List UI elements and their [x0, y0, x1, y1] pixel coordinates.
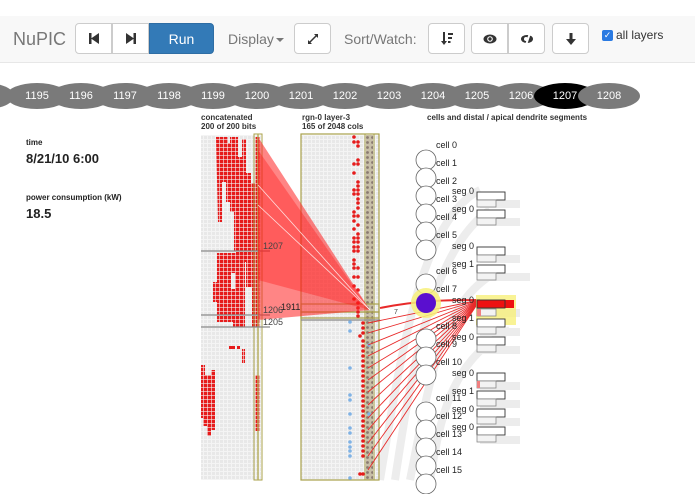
- all-layers-label: all layers: [616, 28, 664, 42]
- power-value: 18.5: [26, 206, 52, 221]
- time-label: time: [26, 138, 43, 147]
- display-label: Display: [228, 31, 274, 47]
- segment-label: seg 0: [452, 186, 475, 196]
- cell-label: cell 4: [436, 212, 458, 222]
- time-value: 8/21/10 6:00: [26, 151, 100, 166]
- step-marker-1207: 1207: [263, 241, 284, 251]
- step-marker-1205: 1205: [263, 317, 284, 327]
- brand[interactable]: NuPIC: [13, 29, 67, 49]
- cell-label: cell 7: [436, 284, 458, 294]
- watch-button[interactable]: [471, 23, 508, 54]
- power-label: power consumption (kW): [26, 193, 122, 202]
- segment-label: seg 0: [452, 295, 475, 305]
- cell-label: cell 9: [436, 339, 458, 349]
- selected-cell[interactable]: [416, 293, 436, 313]
- eye-icon: [483, 34, 496, 43]
- navbar: NuPIC Run Display Sort/Watch: ✓ all laye…: [0, 16, 695, 63]
- cells-title: cells and distal / apical dendrite segme…: [427, 113, 588, 122]
- layer-subtitle: 165 of 2048 cols: [302, 122, 364, 131]
- segment-label: seg 1: [452, 386, 475, 396]
- step-marker-1206: 1206: [263, 305, 284, 315]
- cell-label: cell 11: [436, 393, 462, 403]
- eye-slash-icon: [520, 32, 533, 45]
- cell-label: cell 2: [436, 176, 458, 186]
- expand-button[interactable]: [294, 23, 331, 54]
- cell-label: cell 3: [436, 194, 458, 204]
- timeline: 1195 1196 1197 1198 1199 1200 1201 1202 …: [0, 83, 695, 109]
- segment-label: seg 1: [452, 259, 475, 269]
- input-title-text: concatenated: [201, 113, 253, 122]
- sort-amount-desc-icon: [440, 32, 453, 45]
- cell-label: cell 1: [436, 158, 458, 168]
- cell-label: cell 14: [436, 447, 463, 457]
- cell-label: cell 5: [436, 230, 458, 240]
- proximal-synapses: [257, 137, 371, 320]
- caret-down-icon: [275, 38, 284, 43]
- cell-label: cell 0: [436, 140, 458, 150]
- timeline-step[interactable]: 1208: [578, 83, 640, 109]
- segment-label: seg 0: [452, 368, 475, 378]
- cell-label: cell 15: [436, 465, 463, 475]
- cell-label: cell 8: [436, 321, 458, 331]
- step-forward-icon: [125, 33, 136, 44]
- input-subtitle: 200 of 200 bits: [201, 122, 257, 131]
- scroll-down-button[interactable]: [552, 23, 589, 54]
- checkmark-icon: ✓: [602, 29, 613, 41]
- sort-button[interactable]: [428, 23, 465, 54]
- column-index: 1911: [281, 302, 301, 312]
- layer-title-text: rgn-0 layer-3: [302, 113, 351, 122]
- run-button[interactable]: Run: [149, 23, 214, 54]
- display-dropdown[interactable]: Display: [228, 31, 284, 47]
- unwatch-button[interactable]: [508, 23, 545, 54]
- segment-label: seg 0: [452, 241, 475, 251]
- cell-label: cell 13: [436, 429, 463, 439]
- segment-label: seg 0: [452, 332, 475, 342]
- cell-circles[interactable]: [415, 149, 437, 494]
- cell-label: cell 6: [436, 266, 458, 276]
- segment-bars[interactable]: [476, 191, 514, 443]
- cell-label: cell 10: [436, 357, 463, 367]
- cell-marker: 7: [394, 309, 398, 316]
- sort-watch-label: Sort/Watch:: [344, 31, 417, 47]
- all-layers-checkbox[interactable]: ✓ all layers: [602, 28, 663, 42]
- step-back-button[interactable]: [75, 23, 112, 54]
- expand-arrows-icon: [307, 33, 318, 44]
- segment-label: seg 0: [452, 204, 475, 214]
- segment-label: seg 0: [452, 422, 475, 432]
- segment-label: seg 0: [452, 404, 475, 414]
- step-backward-icon: [88, 33, 99, 44]
- segment-label: seg 1: [452, 313, 475, 323]
- arrow-down-icon: [565, 32, 576, 45]
- cell-label: cell 12: [436, 411, 463, 421]
- step-forward-button[interactable]: [112, 23, 149, 54]
